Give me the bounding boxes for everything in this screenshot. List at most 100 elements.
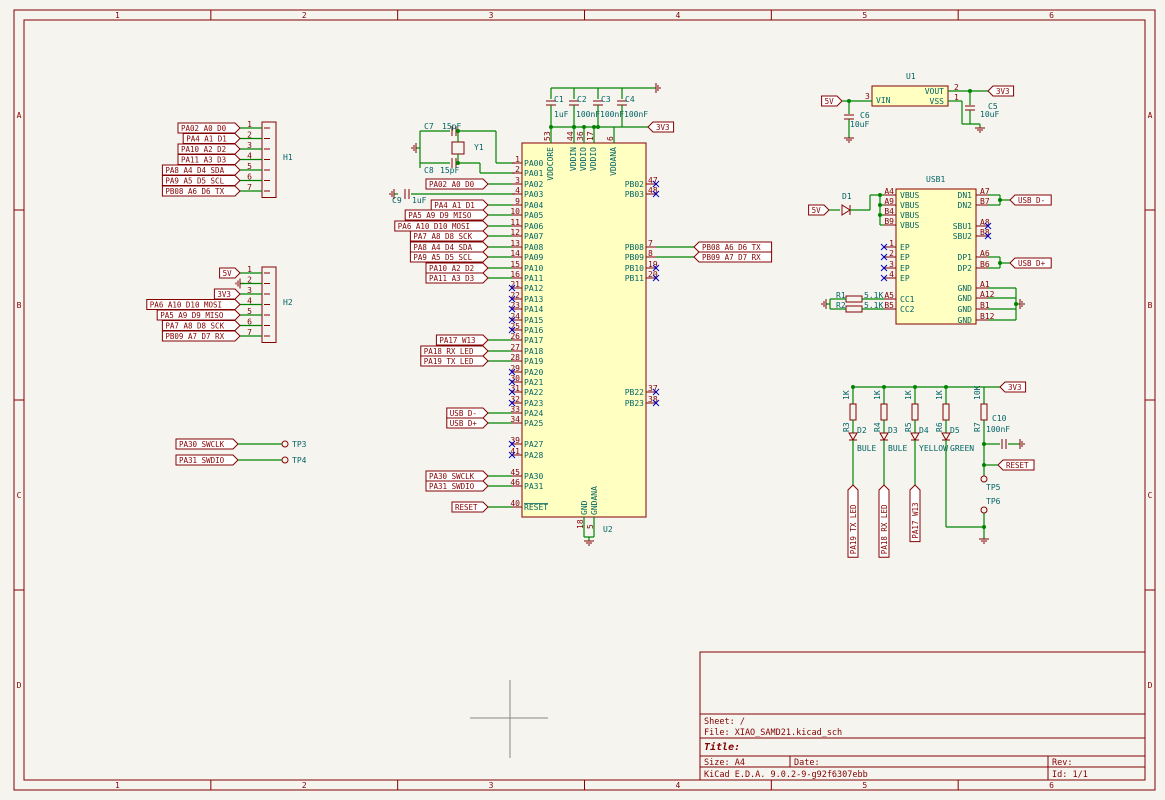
h1-net-label-text: PA02_A0_D0	[181, 124, 227, 133]
reset-label-text: RESET	[1006, 461, 1029, 470]
cc-resistor-value: 5.1K	[864, 301, 883, 310]
junction-dot	[582, 125, 586, 129]
usb1-right-pin-name: DP2	[958, 264, 973, 273]
led-resistor-ref: R6	[935, 422, 944, 432]
u2-left-net-label	[420, 355, 489, 367]
u2-right-pin-number: 8	[648, 249, 653, 258]
junction-dot	[596, 125, 600, 129]
cc-resistor	[845, 295, 863, 303]
u2-left-pin-name: PA20	[524, 368, 543, 377]
u1-pin-num: 2	[954, 83, 959, 92]
u2-left-pin-name: PA17	[524, 336, 543, 345]
u2-left-pin-name: RESET	[524, 503, 548, 512]
u2-left-net-label-text: PA7_A8_D8_SCK	[413, 232, 472, 241]
u2-left-pin-name: PA31	[524, 482, 543, 491]
led-net-label	[847, 484, 859, 558]
led-color: BULE	[857, 444, 876, 453]
frame-row-label: A	[1148, 111, 1153, 120]
usb1-left-pin-name: VBUS	[900, 211, 919, 220]
u2-left-pin-name: PA24	[524, 409, 543, 418]
frame-col-label: 5	[862, 11, 867, 20]
led-ref: D5	[950, 426, 960, 435]
usb1-right-pin-number: A12	[980, 290, 995, 299]
usb1-left-pin-number: B4	[884, 207, 894, 216]
h1-net-label-text: PA8_A4_D4_SDA	[165, 166, 224, 175]
led-net-label-text: PA17_W13	[911, 502, 920, 538]
test-point	[281, 456, 289, 464]
u2-left-pin-name: PA08	[524, 243, 543, 252]
usb1-body	[895, 188, 977, 325]
usb1-right-pin-number: B7	[980, 197, 990, 206]
u2-left-pin-number: 40	[510, 499, 520, 508]
u2-right-pin-name: PB22	[625, 388, 644, 397]
cursor-crosshair	[470, 680, 548, 758]
usb1-left-pin-number: A5	[884, 291, 894, 300]
led-resistor	[849, 403, 857, 421]
usb-dn-label-text: USB_D-	[1018, 196, 1045, 205]
u2-left-pin-number: 41	[510, 447, 520, 456]
u2-left-pin-name: PA23	[524, 399, 543, 408]
h1-net-label-text: PA9_A5_D5_SCL	[165, 177, 224, 186]
led-resistor-ref: R4	[873, 422, 882, 432]
no-connect-mark	[652, 399, 660, 407]
u2-left-net-label-text: PA11_A3_D3	[429, 274, 474, 283]
led-resistor-value: 1K	[842, 390, 851, 400]
u2-right-net-label	[693, 241, 773, 253]
h2-net-label-text: PA7_A8_D8_SCK	[165, 322, 224, 331]
usb1-right-pin-name: SBU2	[953, 232, 972, 241]
tb-id: Id: 1/1	[1052, 770, 1088, 780]
frame-col-label: 6	[1049, 781, 1054, 790]
junction-dot	[549, 125, 553, 129]
u2-left-pin-number: 27	[510, 343, 520, 352]
led-diode	[941, 432, 951, 442]
usb1-left-pin-name: CC1	[900, 295, 915, 304]
u2-left-net-label-text: USB_D-	[450, 409, 477, 418]
u1-in-label	[821, 95, 843, 107]
u2-left-net-label-text: PA6_A10_D10_MOSI	[398, 222, 470, 231]
u2-left-pin-name: PA09	[524, 253, 543, 262]
u2-top-pin-number: 36	[576, 131, 585, 141]
no-connect-mark	[508, 399, 516, 407]
led-net-label	[909, 484, 921, 543]
u2-left-pin-name: PA27	[524, 440, 543, 449]
junction-dot	[456, 161, 460, 165]
decoup-ref: C1	[554, 95, 564, 104]
usb1-left-pin-number: 1	[889, 239, 894, 248]
u2-left-net-label	[430, 199, 489, 211]
usb1-right-pin-number: A1	[980, 280, 990, 289]
frame-col-label: 6	[1049, 11, 1054, 20]
h1-pin-number: 4	[247, 152, 252, 161]
led-resistor-value: 1K	[873, 390, 882, 400]
u2-left-pin-number: 22	[510, 291, 520, 300]
u2-left-pin-name: PA07	[524, 232, 543, 241]
frame-col-label: 1	[115, 11, 120, 20]
usb1-left-pin-name: CC2	[900, 305, 915, 314]
usb1-right-pin-number: A7	[980, 187, 990, 196]
usb-dp-label-text: USB_D+	[1018, 259, 1046, 268]
u2-left-net-label	[420, 345, 489, 357]
usb1-left-pin-number: 2	[889, 249, 894, 258]
u2-right-pin-number: 47	[648, 176, 658, 185]
u1-vout-name: VOUT	[925, 87, 944, 96]
u2-top-pin-number: 44	[566, 131, 575, 141]
h1-net-label	[161, 164, 241, 176]
u2-left-pin-name: PA02	[524, 180, 543, 189]
u2-right-pin-name: PB02	[625, 180, 644, 189]
u2-left-net-label-text: PA18_RX_LED	[424, 347, 474, 356]
u2-left-pin-number: 24	[510, 312, 520, 321]
h2-net-label	[213, 288, 241, 300]
h2-net-label-text: PA6_A10_D10_MOSI	[150, 301, 222, 310]
h2-pin-number: 7	[247, 328, 252, 337]
u2-left-net-label-text: PA8_A4_D4_SDA	[413, 243, 472, 252]
u2-left-pin-number: 15	[510, 260, 520, 269]
u2-right-net-label-text: PB09_A7_D7_RX	[702, 253, 761, 262]
u2-left-pin-number: 25	[510, 322, 520, 331]
u2-left-pin-number: 23	[510, 301, 520, 310]
u2-left-pin-name: PA04	[524, 201, 543, 210]
u1-out-label-text: 3V3	[996, 87, 1010, 96]
u2-left-net-label	[425, 272, 489, 284]
frame-row-label: C	[1148, 491, 1153, 500]
u2-right-pin-name: PB23	[625, 399, 644, 408]
h1-pin-number: 3	[247, 141, 252, 150]
